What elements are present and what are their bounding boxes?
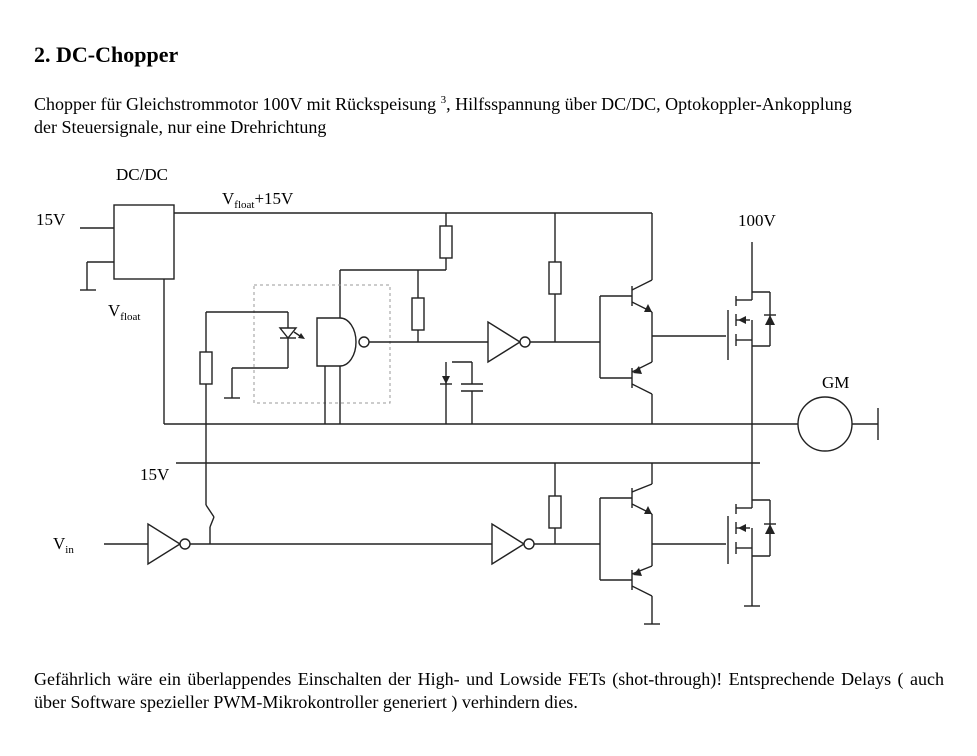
motor-label: GM — [822, 373, 849, 392]
footnote-reference[interactable]: 3 — [440, 94, 447, 106]
vin-label: Vin — [53, 534, 74, 556]
lowside-15v-rail — [176, 462, 760, 496]
led-resistor — [199, 312, 215, 544]
vfloat-plus-15v-label: Vfloat+15V — [222, 189, 294, 211]
vfloat-rail — [163, 279, 879, 440]
low-side-15v-label: 15V — [140, 465, 170, 484]
motor-gm — [797, 396, 853, 452]
supply-100v-label: 100V — [738, 211, 777, 230]
dcdc-label: DC/DC — [116, 165, 168, 184]
vin-input-buffer — [104, 522, 492, 566]
outro-paragraph: Gefährlich wäre ein überlappendes Einsch… — [34, 669, 944, 712]
optocoupler — [206, 284, 391, 424]
intro-paragraph: Chopper für Gleichstrommotor 100V mit Rü… — [34, 93, 944, 139]
pullup-resistor — [339, 225, 453, 318]
lowside-totem-pole — [599, 483, 726, 625]
vfloat-label: Vfloat — [108, 301, 140, 323]
bias-resistor — [548, 261, 562, 342]
dcdc-converter — [80, 204, 175, 291]
gate-resistor — [411, 270, 425, 342]
intro-text-end: , Hilfsspannung über DC/DC, Optokoppler-… — [446, 94, 852, 114]
highside-capacitor — [440, 361, 483, 424]
input-15v-label: 15V — [36, 210, 66, 229]
intro-text-line2: der Steuersignale, nur eine Drehrichtung — [34, 117, 327, 137]
vfloat-plus-rail — [174, 212, 653, 280]
section-heading: 2. DC-Chopper — [34, 42, 179, 67]
highside-totem-pole — [599, 279, 726, 424]
highside-mosfet — [727, 242, 776, 424]
lowside-mosfet — [727, 424, 776, 607]
lowside-resistor — [548, 495, 562, 544]
intro-text-start: Chopper für Gleichstrommotor 100V mit Rü… — [34, 94, 437, 114]
chopper-schematic: DC/DC 15V Vfloat+15V Vfloat 100V GM 15V … — [36, 165, 879, 625]
lowside-driver — [491, 522, 600, 566]
highside-driver — [369, 320, 600, 364]
